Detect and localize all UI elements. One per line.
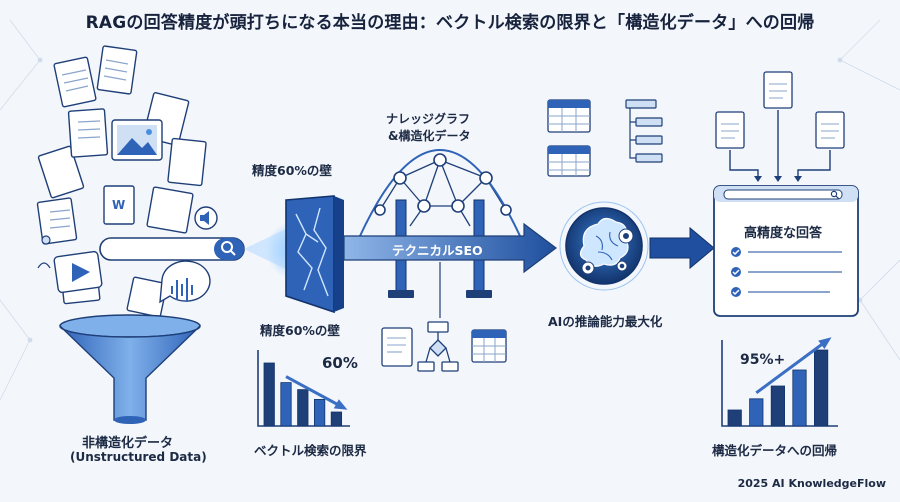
search-icon bbox=[221, 241, 236, 256]
search-icon bbox=[830, 190, 840, 200]
page-title: RAGの回答精度が頭打ちになる本当の理由：ベクトル検索の限界と「構造化データ」へ… bbox=[85, 13, 815, 33]
chart-bar bbox=[263, 362, 275, 427]
incoming-documents bbox=[715, 71, 845, 182]
knowledge-graph-bridge bbox=[359, 148, 521, 318]
vector-search-chart bbox=[257, 350, 350, 427]
document-icon bbox=[715, 71, 845, 149]
video-icon bbox=[53, 250, 103, 294]
footer-credit: 2025 AI KnowledgeFlow bbox=[737, 477, 886, 490]
chart-bar bbox=[792, 369, 807, 427]
flowchart-icon bbox=[417, 321, 459, 372]
ai-reasoning-label: AIの推論能力最大化 bbox=[548, 314, 663, 329]
structured-data-icons bbox=[381, 321, 507, 372]
trend-arrow-head bbox=[818, 337, 832, 349]
chart-bar bbox=[814, 349, 829, 427]
structured-tables-top bbox=[547, 99, 663, 177]
chart-bar bbox=[749, 398, 764, 427]
chart-bar bbox=[280, 382, 292, 427]
gear-icon bbox=[581, 228, 634, 275]
technical-seo-label: テクニカルSEO bbox=[392, 243, 483, 258]
result-chart-caption: 構造化データへの回帰 bbox=[712, 443, 838, 458]
wall-bottom-label: 精度60%の壁 bbox=[260, 323, 340, 338]
chart-bar bbox=[330, 411, 343, 427]
chart-bar bbox=[727, 409, 742, 427]
output-arrow bbox=[649, 226, 715, 270]
wall-top-label: 精度60%の壁 bbox=[252, 163, 332, 178]
document-icon bbox=[381, 327, 413, 367]
vector-chart-caption: ベクトル検索の限界 bbox=[254, 443, 367, 458]
table-icon bbox=[471, 329, 507, 363]
trend-arrow bbox=[755, 340, 826, 395]
word-doc-icon: W bbox=[103, 185, 135, 225]
unstructured-data-sublabel: (Unstructured Data) bbox=[70, 450, 207, 464]
document-pile: W bbox=[36, 45, 218, 318]
result-chart-value: 95%+ bbox=[740, 352, 786, 368]
technical-seo-arrow bbox=[343, 222, 557, 274]
speaker-icon bbox=[194, 206, 218, 230]
search-bar bbox=[99, 237, 245, 261]
bridge-label-line1: ナレッジグラフ bbox=[386, 112, 471, 126]
chart-bar bbox=[770, 385, 785, 427]
trend-arrow-head bbox=[333, 399, 348, 410]
svg-text:W: W bbox=[112, 198, 125, 212]
background-network bbox=[0, 19, 900, 401]
table-icon bbox=[547, 145, 591, 177]
chart-bar bbox=[297, 389, 309, 427]
bridge-label-line2: &構造化データ bbox=[388, 129, 471, 143]
funnel bbox=[59, 314, 201, 424]
unstructured-data-label: 非構造化データ bbox=[82, 436, 174, 451]
wall-barrier bbox=[285, 195, 344, 314]
table-icon bbox=[547, 99, 591, 133]
structured-result-chart bbox=[721, 337, 838, 427]
hierarchy-icon bbox=[625, 99, 663, 163]
ai-brain bbox=[559, 201, 649, 291]
checklist bbox=[731, 247, 842, 297]
trend-arrow bbox=[285, 375, 342, 408]
chart-bar bbox=[313, 398, 326, 427]
audio-wave-icon bbox=[159, 260, 211, 304]
image-icon bbox=[111, 119, 163, 161]
answer-window bbox=[713, 185, 859, 317]
answer-title: 高精度な回答 bbox=[744, 226, 823, 241]
vector-chart-value: 60% bbox=[322, 354, 358, 372]
